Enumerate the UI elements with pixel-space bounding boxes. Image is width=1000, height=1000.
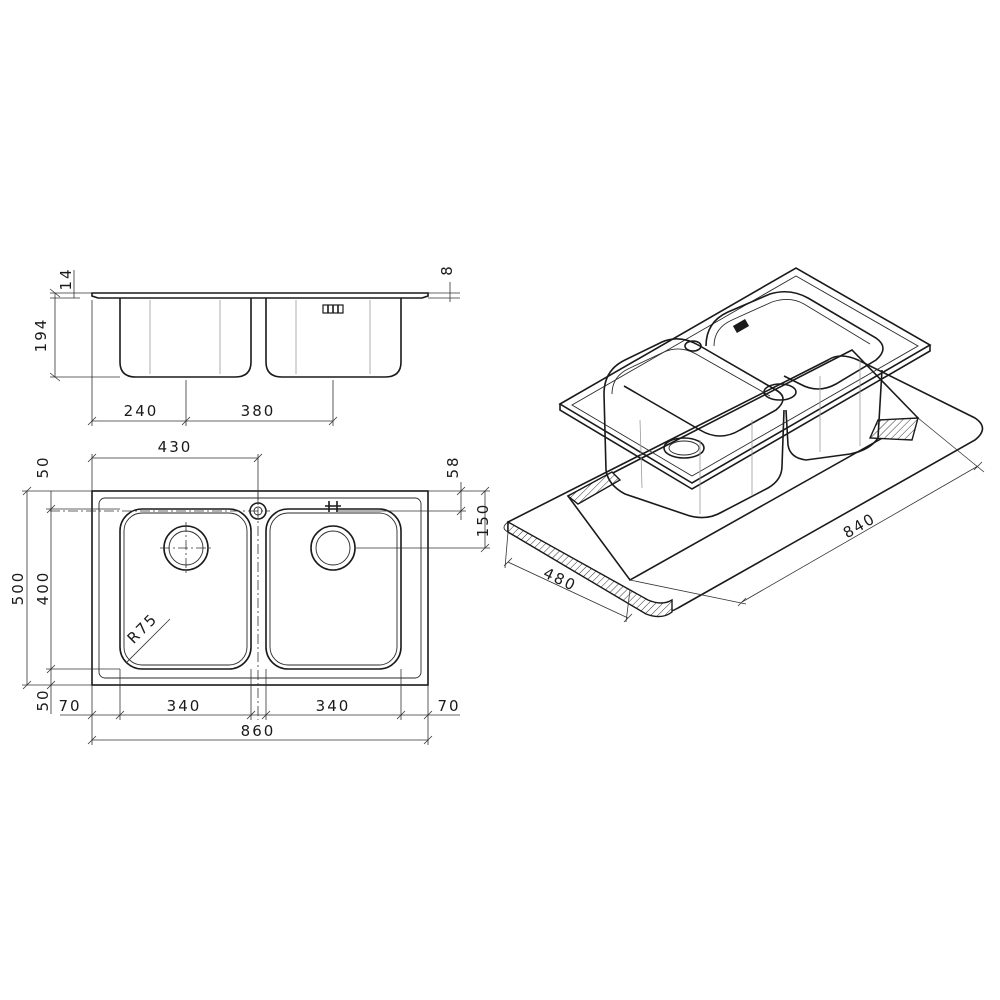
top-view: R75 430 50 500 400 50 58 150 70 340 340 … (9, 438, 492, 745)
dim-right-drain: 380 (241, 402, 276, 420)
dim-drain-center: 150 (474, 503, 492, 538)
right-drain-icon (310, 525, 356, 571)
iso-tap-hole-icon (684, 340, 702, 352)
iso-overflow-icon (732, 319, 750, 333)
side-right-bowl (265, 298, 402, 378)
iso-sink-flange (558, 267, 932, 484)
dim-left-drain: 240 (124, 402, 159, 420)
flange-outline (91, 490, 429, 686)
dim-right-margin: 70 (437, 697, 460, 715)
dim-left-bowl: 340 (167, 697, 202, 715)
dim-rim-height: 14 (57, 267, 75, 290)
dim-left-margin: 70 (58, 697, 81, 715)
dim-top-margin: 50 (34, 455, 52, 478)
dim-overall-depth: 500 (9, 571, 27, 606)
dim-right-bowl: 340 (316, 697, 351, 715)
dim-corner-radius: R75 (124, 610, 162, 648)
side-left-bowl (119, 298, 252, 378)
dim-side-bowl-depth: 194 (32, 318, 50, 353)
dim-cutout-width: 840 (840, 509, 879, 542)
side-view: 14 194 8 240 380 (32, 264, 460, 426)
dim-drain-offset: 430 (158, 438, 193, 456)
top-overflow-icon (325, 501, 341, 512)
isometric-view: 480 840 (503, 267, 985, 623)
iso-back-drain (763, 383, 797, 401)
dim-top-bowl-depth: 400 (34, 571, 52, 606)
dim-tap-hole: 58 (444, 455, 462, 478)
dim-bottom-margin: 50 (34, 688, 52, 711)
side-rim (91, 292, 429, 299)
iso-front-bowl (603, 338, 784, 437)
dim-overall-width: 860 (241, 722, 276, 740)
iso-front-drain (663, 437, 705, 459)
top-left-bowl (119, 508, 252, 670)
dim-overflow-height: 8 (438, 264, 456, 276)
countertop-edge (507, 520, 673, 618)
iso-back-bowl (705, 290, 884, 390)
top-right-bowl (265, 508, 402, 670)
